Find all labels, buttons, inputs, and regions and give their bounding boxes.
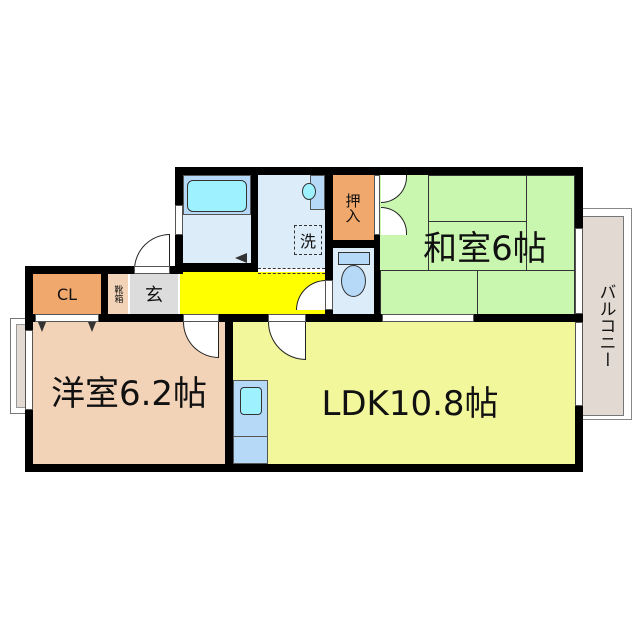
- wall-wash-right: [325, 175, 333, 322]
- toilet-door-gap: [325, 280, 333, 310]
- kitchen-divider: [233, 436, 268, 437]
- bath-door-arrow-icon: [235, 253, 247, 263]
- tatami-5: [477, 270, 575, 315]
- bathtub-icon: [187, 180, 247, 212]
- entrance-door-icon: [134, 234, 170, 270]
- washing-machine-space: [294, 225, 322, 255]
- entrance: [130, 274, 178, 314]
- toilet-tank-icon: [338, 252, 370, 265]
- kitchen-sink-icon: [240, 387, 262, 415]
- bath-window: [175, 205, 183, 235]
- wall-outer-top-left: [25, 266, 180, 274]
- tatami-4: [380, 270, 478, 315]
- ldk-label: LDK10.8帖: [321, 383, 499, 424]
- japanese-door-gap: [374, 175, 380, 235]
- toilet-bowl-icon: [341, 265, 366, 297]
- closet-door-right-icon: [88, 322, 96, 332]
- ldk-balcony-window: [575, 322, 583, 406]
- wall-cl-shoe: [101, 274, 108, 314]
- hallway-dash: [258, 273, 325, 274]
- western-door-gap: [183, 314, 219, 322]
- entrance-label: 玄: [145, 285, 163, 306]
- wall-outer-top-main: [175, 167, 583, 175]
- wall-oshiire-toilet: [333, 240, 374, 248]
- closet-door-left-icon: [38, 322, 46, 332]
- wall-outer-bottom: [25, 464, 583, 472]
- japanese-balcony-window: [575, 228, 583, 314]
- oshiire: [333, 175, 374, 240]
- washroom-threshold: [258, 268, 325, 269]
- shoe-box-label: 靴箱: [112, 285, 123, 303]
- western-window: [25, 330, 33, 410]
- ldk-door-gap: [268, 314, 306, 322]
- wall-bath-wash: [251, 175, 258, 272]
- washroom-label: 洗: [299, 232, 316, 251]
- wall-bath-bottom: [175, 263, 258, 272]
- wash-basin-icon: [302, 183, 316, 200]
- closet-doors: [35, 314, 99, 322]
- closet-label: CL: [56, 284, 78, 304]
- japanese-ldk-sliding-door: [382, 314, 474, 322]
- shoe-box: [108, 274, 128, 314]
- wall-western-ldk: [225, 314, 233, 472]
- japanese-room-label: 和室6帖: [423, 228, 547, 269]
- oshiire-label: 押入: [343, 192, 362, 223]
- western-room-label: 洋室6.2帖: [50, 373, 208, 414]
- balcony-label: バルコニー: [595, 282, 616, 368]
- closet: [33, 274, 101, 314]
- entrance-door-gap: [134, 266, 170, 274]
- wall-oshiire-right: [374, 175, 380, 322]
